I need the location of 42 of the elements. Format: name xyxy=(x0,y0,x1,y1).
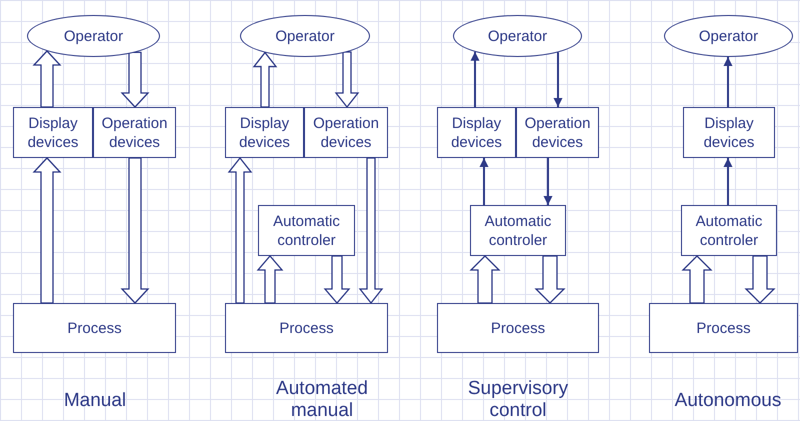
block-arrow xyxy=(358,157,384,304)
block-arrow xyxy=(681,255,713,304)
column-caption: Autonomous xyxy=(674,390,782,412)
process-box: Display devices xyxy=(437,107,516,158)
process-box: Process xyxy=(225,303,388,353)
process-box: Display devices xyxy=(683,107,775,158)
actor-ellipse: Operator xyxy=(664,15,793,57)
block-arrow xyxy=(120,157,150,304)
arrow xyxy=(554,52,562,107)
block-arrow xyxy=(228,156,252,304)
arrow xyxy=(544,158,552,205)
block-arrow xyxy=(744,255,776,304)
process-box: Process xyxy=(649,303,798,353)
block-arrow xyxy=(334,51,360,108)
arrow xyxy=(470,52,480,107)
block-arrow xyxy=(256,255,284,304)
column-caption: Automated manual xyxy=(275,378,369,421)
arrow xyxy=(724,57,732,107)
arrow xyxy=(480,158,488,205)
process-box: Process xyxy=(13,303,176,353)
block-arrow xyxy=(534,255,566,304)
actor-ellipse: Operator xyxy=(453,15,582,57)
process-box: Operation devices xyxy=(304,107,388,158)
block-arrow xyxy=(32,50,62,108)
actor-ellipse: Operator xyxy=(240,15,370,57)
process-box: Process xyxy=(437,303,599,353)
process-box: Display devices xyxy=(13,107,93,158)
block-arrow xyxy=(32,157,62,304)
column-caption: Manual xyxy=(62,390,128,412)
process-box: Display devices xyxy=(225,107,304,158)
process-box: Automatic controler xyxy=(258,205,355,256)
block-arrow xyxy=(252,52,278,108)
actor-ellipse: Operator xyxy=(27,15,160,57)
block-arrow xyxy=(324,255,350,304)
process-box: Automatic controler xyxy=(681,205,777,256)
block-arrow xyxy=(469,255,501,304)
process-box: Automatic controler xyxy=(470,205,566,256)
column-caption: Supervisory control xyxy=(466,378,570,421)
block-arrow xyxy=(120,52,150,108)
arrow xyxy=(724,158,732,205)
process-box: Operation devices xyxy=(93,107,176,158)
process-box: Operation devices xyxy=(516,107,599,158)
